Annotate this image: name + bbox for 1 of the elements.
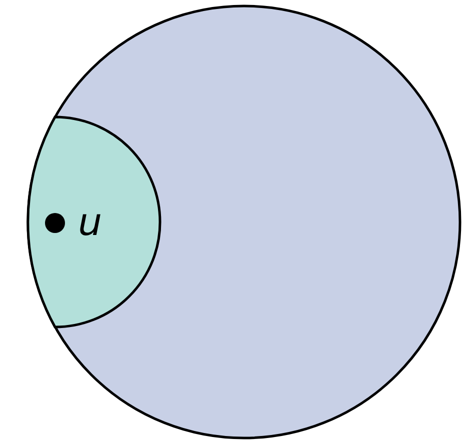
point-label: u <box>78 200 102 244</box>
